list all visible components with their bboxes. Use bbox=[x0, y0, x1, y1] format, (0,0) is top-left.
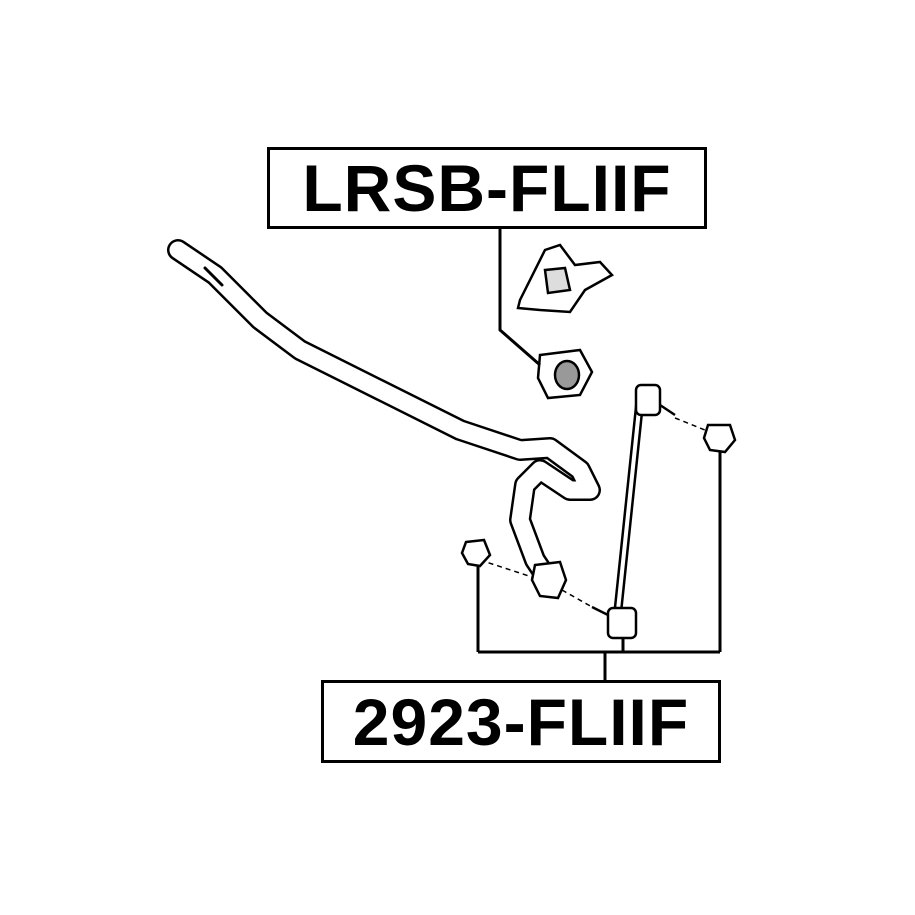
part-label-top: LRSB-FLIIF bbox=[267, 147, 707, 229]
nuts bbox=[460, 423, 737, 600]
stabilizer-bushing bbox=[536, 348, 594, 400]
bushing-bracket bbox=[516, 243, 614, 314]
leader-bottom bbox=[476, 450, 722, 680]
leader-top bbox=[498, 229, 541, 367]
bar-bushing-mark bbox=[203, 266, 224, 287]
part-label-bottom: 2923-FLIIF bbox=[321, 680, 721, 763]
stabilizer-link bbox=[591, 383, 676, 640]
